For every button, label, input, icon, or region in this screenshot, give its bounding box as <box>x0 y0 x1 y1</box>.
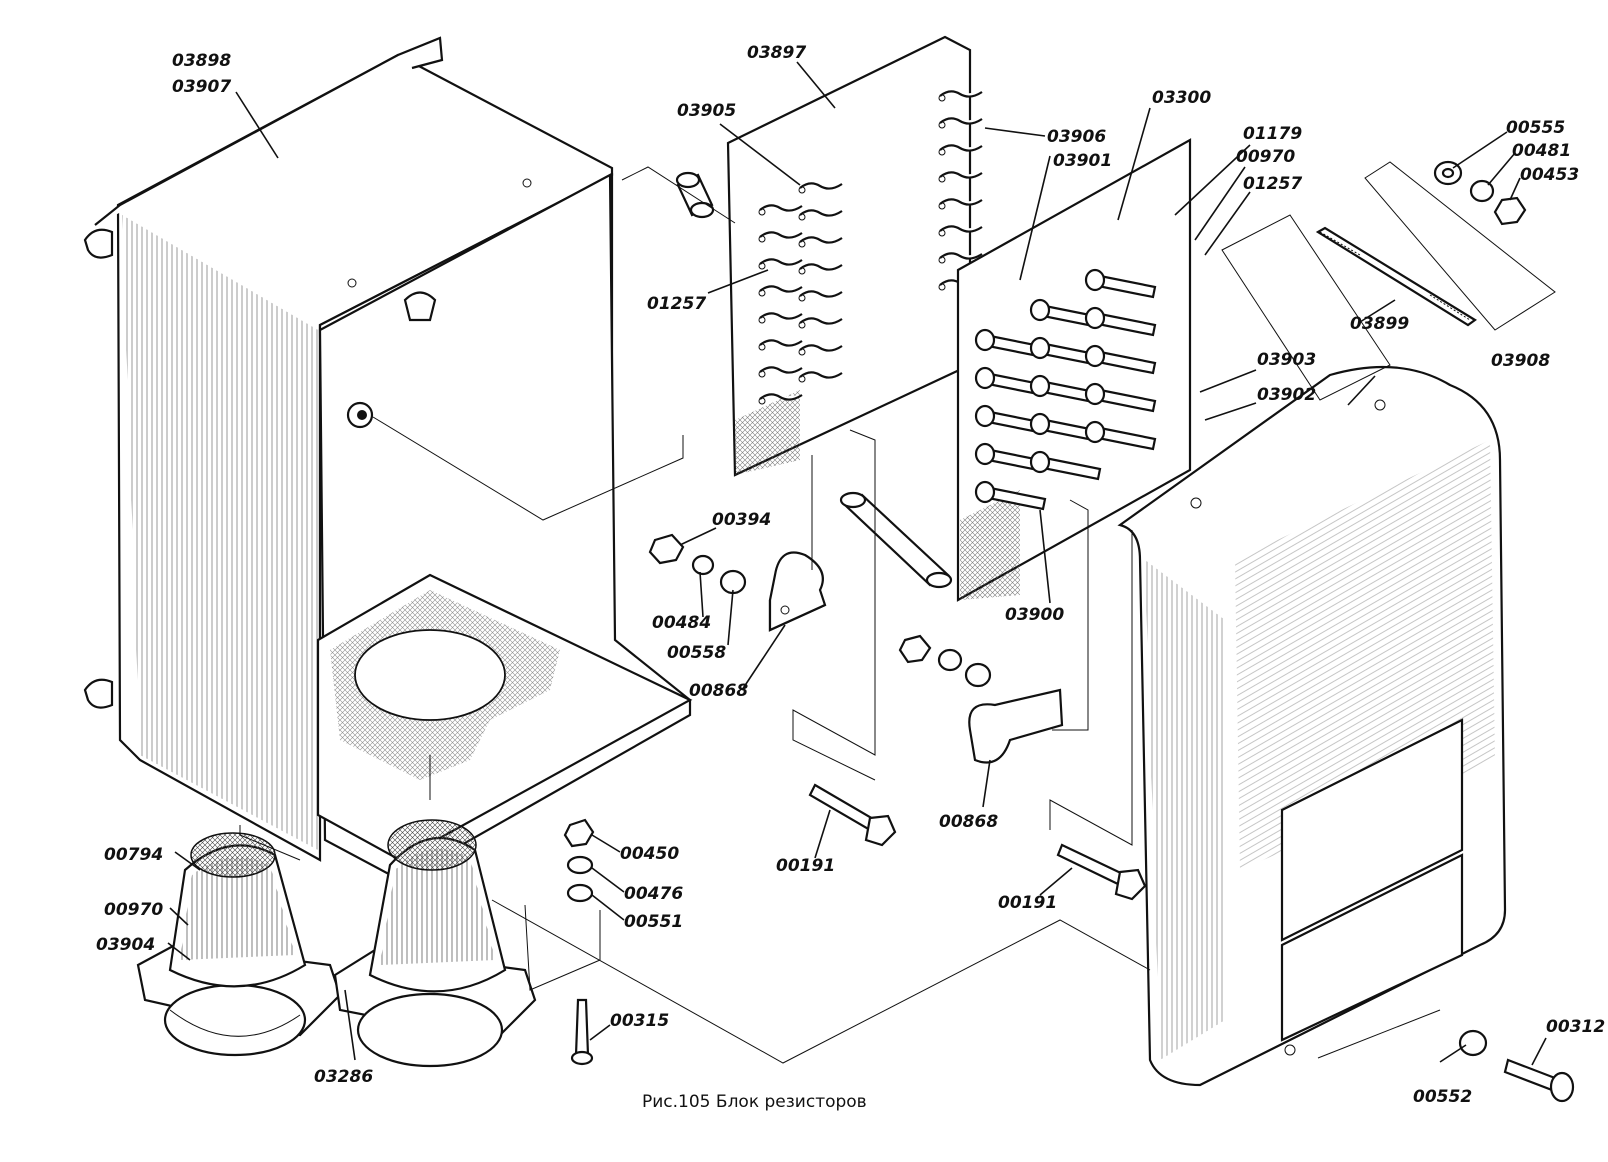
terminal-lug-icon <box>798 290 843 302</box>
terminal-lug-icon <box>758 312 803 324</box>
cover-03908 <box>1117 365 1507 1087</box>
leader-lines <box>167 61 1547 1066</box>
label-01179: 01179 <box>1243 124 1302 144</box>
terminal-lug-icon <box>798 263 843 275</box>
terminal-lug-icon <box>798 236 843 248</box>
label-03907: 03907 <box>172 77 231 97</box>
label-00484: 00484 <box>652 613 711 633</box>
label-03905: 03905 <box>677 101 736 121</box>
resistor-board-03901 <box>956 138 1192 602</box>
connector-left <box>136 832 342 1057</box>
assembly-guide-lines <box>239 161 1556 1064</box>
label-00555: 00555 <box>1506 118 1565 138</box>
label-00476: 00476 <box>624 884 683 904</box>
label-03908: 03908 <box>1491 351 1550 371</box>
resistor-icon <box>1084 344 1157 375</box>
label-01257-left: 01257 <box>647 294 706 314</box>
housing-box <box>83 36 693 882</box>
clamp-00868-center <box>898 634 1064 764</box>
terminal-lug-icon <box>938 90 983 102</box>
label-00315: 00315 <box>610 1011 669 1031</box>
spacer-long-center <box>839 491 953 589</box>
nut-washers-00450 <box>563 818 595 1066</box>
clamp-00868-left <box>768 551 827 632</box>
label-00868-center: 00868 <box>939 812 998 832</box>
bolt-00191-right <box>1056 843 1147 901</box>
resistor-icon <box>1084 268 1157 299</box>
terminal-lug-icon <box>758 393 803 405</box>
terminal-lug-icon <box>758 285 803 297</box>
terminal-board-03897 <box>726 35 983 477</box>
resistor-icon <box>1084 306 1157 337</box>
label-03286: 03286 <box>314 1067 373 1087</box>
label-03900: 03900 <box>1005 605 1064 625</box>
terminal-lug-icon <box>758 258 803 270</box>
label-01257-right: 01257 <box>1243 174 1302 194</box>
label-03898: 03898 <box>172 51 231 71</box>
label-03903: 03903 <box>1257 350 1316 370</box>
label-00481: 00481 <box>1512 141 1571 161</box>
resistor-icon <box>1029 298 1102 329</box>
terminal-lug-icon <box>938 225 983 237</box>
label-00552: 00552 <box>1413 1087 1472 1107</box>
terminal-lug-icon <box>938 144 983 156</box>
label-00394: 00394 <box>712 510 771 530</box>
resistor-icon <box>1084 382 1157 413</box>
resistor-icon <box>1029 450 1102 481</box>
label-03906: 03906 <box>1047 127 1106 147</box>
resistor-icon <box>974 366 1047 397</box>
terminal-lug-icon <box>798 209 843 221</box>
terminal-lug-icon <box>758 339 803 351</box>
label-03899: 03899 <box>1350 314 1409 334</box>
label-03904: 03904 <box>96 935 155 955</box>
terminal-lug-icon <box>798 182 843 194</box>
terminal-lug-icon <box>938 117 983 129</box>
terminal-lug-icon <box>798 371 843 383</box>
resistor-icon <box>1084 420 1157 451</box>
terminal-lug-icon <box>758 366 803 378</box>
label-00868-left: 00868 <box>689 681 748 701</box>
label-00191-right: 00191 <box>998 893 1057 913</box>
label-00191-center: 00191 <box>776 856 835 876</box>
spacer-bushing-top <box>675 171 715 219</box>
label-00794: 00794 <box>104 845 163 865</box>
label-03897: 03897 <box>747 43 806 63</box>
resistor-icon <box>974 328 1047 359</box>
terminal-lug-icon <box>938 198 983 210</box>
label-00551: 00551 <box>624 912 683 932</box>
terminal-lug-icon <box>798 317 843 329</box>
label-00453: 00453 <box>1520 165 1579 185</box>
label-03300: 03300 <box>1152 88 1211 108</box>
screw-00312 <box>1458 1029 1575 1103</box>
terminal-row-group <box>758 90 983 405</box>
bolt-00191-center <box>808 783 897 847</box>
resistor-group <box>974 268 1157 511</box>
label-00558: 00558 <box>667 643 726 663</box>
label-00970-top: 00970 <box>1236 147 1295 167</box>
terminal-lug-icon <box>938 171 983 183</box>
figure-caption: Рис.105 Блок резисторов <box>642 1092 867 1112</box>
label-00312: 00312 <box>1546 1017 1605 1037</box>
hardware-washers-nut-top-right <box>1433 160 1527 226</box>
terminal-lug-icon <box>758 204 803 216</box>
terminal-lug-icon <box>798 344 843 356</box>
label-00970-left: 00970 <box>104 900 163 920</box>
connector-right <box>333 819 537 1068</box>
label-03902: 03902 <box>1257 385 1316 405</box>
terminal-lug-icon <box>758 231 803 243</box>
part-labels: 03898 03907 03897 03905 01257 03906 0390… <box>96 43 1605 1107</box>
label-03901: 03901 <box>1053 151 1112 171</box>
label-00450: 00450 <box>620 844 679 864</box>
resistor-icon <box>974 480 1047 511</box>
terminal-lug-icon <box>938 252 983 264</box>
hex-nut-00394 <box>648 533 747 595</box>
stud-03899 <box>1315 226 1477 327</box>
